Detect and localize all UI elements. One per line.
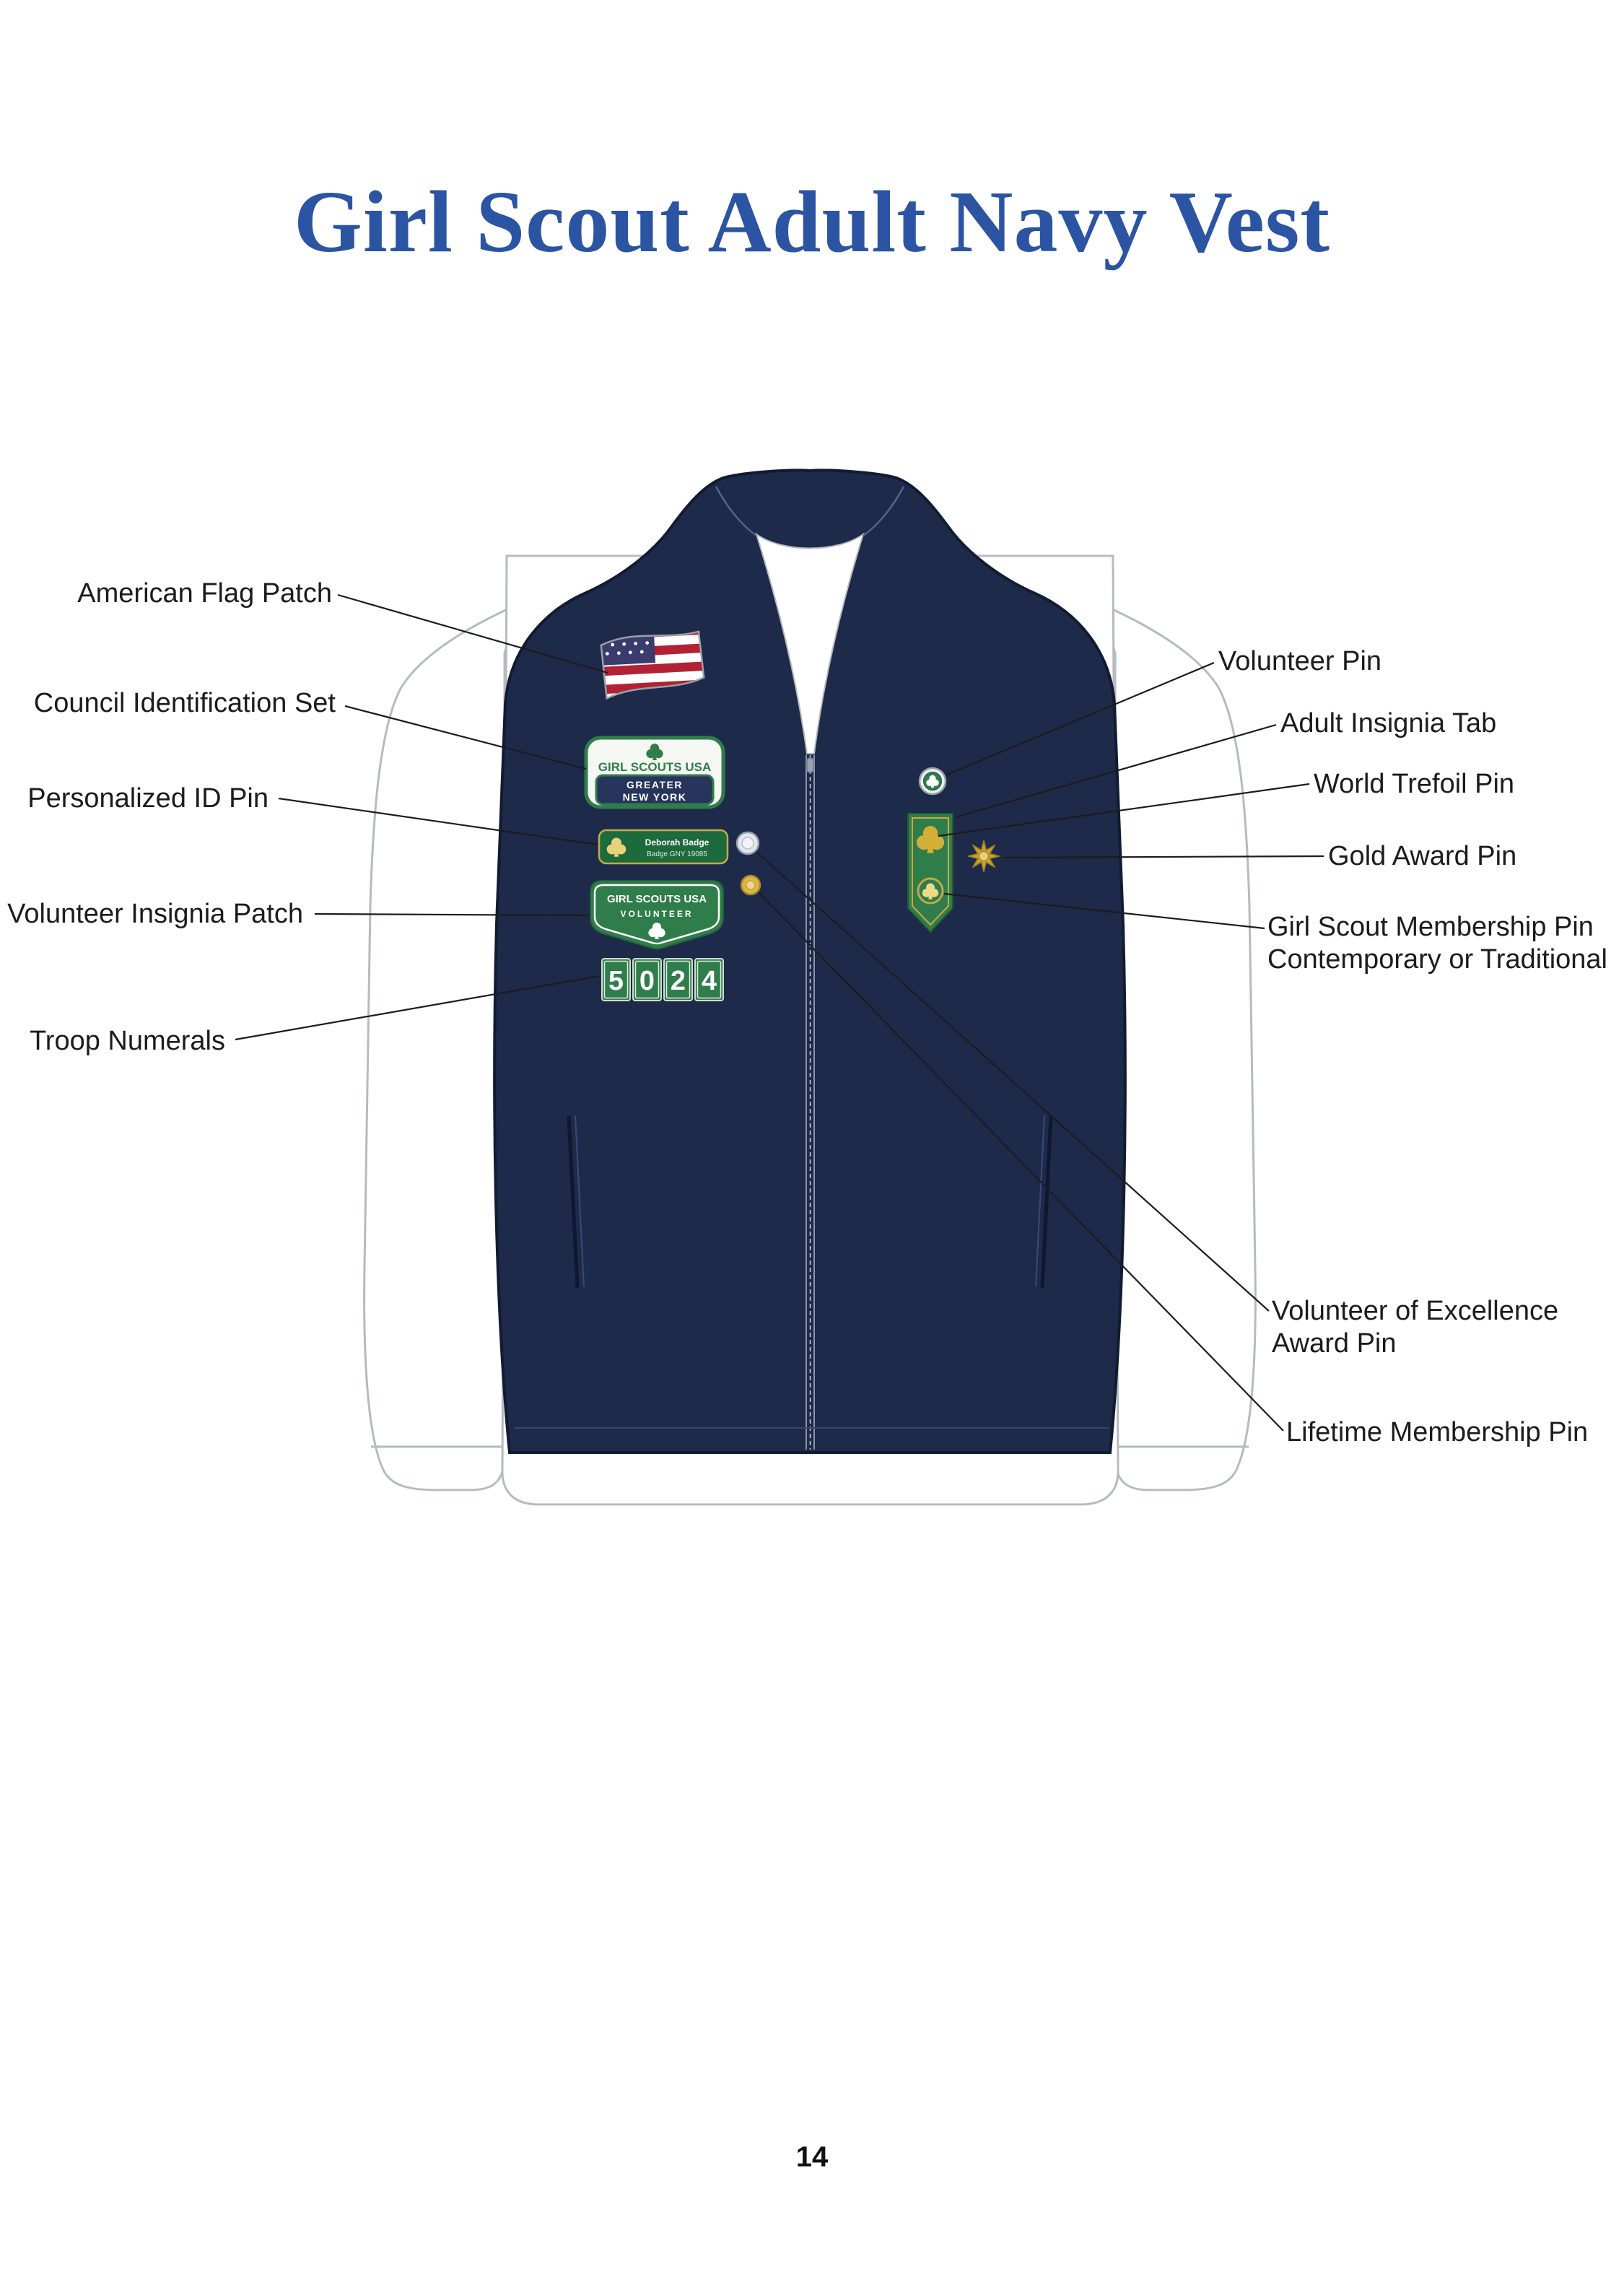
callout-line-volunteer-excellence: [756, 851, 1270, 1312]
callout-line-world-trefoil: [938, 783, 1310, 837]
lifetime-membership-pin: [740, 874, 761, 896]
volunteer-insignia-patch: GIRL SCOUTS USA VOLUNTEER: [590, 880, 724, 950]
page-number: 14: [795, 2141, 829, 2173]
council-patch-text: GIRL SCOUTS USA: [598, 760, 711, 774]
callout-line-gold-award: [1001, 855, 1324, 859]
callout-lines: [235, 593, 1324, 1432]
zipper: [806, 755, 815, 1450]
council-patch-text3: NEW YORK: [623, 791, 687, 803]
council-patch-text2: GREATER: [627, 779, 683, 790]
page-title: Girl Scout Adult Navy Vest: [294, 173, 1330, 271]
label-volunteer-insignia: Volunteer Insignia Patch: [7, 899, 303, 929]
label-membership-pin: Girl Scout Membership Pin Contemporary o…: [1267, 912, 1607, 975]
label-troop-numerals: Troop Numerals: [29, 1026, 225, 1056]
collar-seam-right: [863, 486, 905, 537]
patches: GIRL SCOUTS USA GREATER NEW YORK Deborah…: [584, 630, 729, 1001]
callout-line-membership-pin: [943, 892, 1265, 930]
label-american-flag-patch: American Flag Patch: [77, 578, 332, 609]
collar-seam-left: [715, 486, 757, 537]
vest-body: [493, 469, 1127, 1454]
troop-digit: 4: [702, 966, 717, 996]
callout-line-council-id: [344, 705, 587, 770]
callout-line-lifetime-membership: [758, 892, 1284, 1432]
pins: [735, 767, 1000, 933]
id-pin-text1: Deborah Badge: [645, 837, 710, 848]
troop-digit: 0: [639, 966, 655, 996]
callout-line-personalized-id: [278, 797, 598, 846]
volunteer-pin: [918, 767, 947, 796]
volunteer-patch-text1: GIRL SCOUTS USA: [607, 893, 707, 905]
volunteer-patch-text2: VOLUNTEER: [620, 909, 693, 919]
personalized-id-pin: Deborah Badge Badge GNY 19085: [598, 829, 729, 865]
label-personalized-id-pin: Personalized ID Pin: [27, 783, 269, 814]
callout-line-volunteer-insignia: [314, 912, 590, 917]
neck-opening: [755, 532, 865, 754]
troop-numerals-patch: 5 0 2 4: [601, 958, 724, 1001]
label-gold-award-pin: Gold Award Pin: [1328, 841, 1517, 871]
zipper-pull: [806, 757, 814, 773]
label-lifetime-membership: Lifetime Membership Pin: [1286, 1417, 1589, 1447]
troop-digit: 5: [608, 966, 624, 996]
label-adult-insignia-tab: Adult Insignia Tab: [1280, 708, 1497, 739]
volunteer-of-excellence-pin: [735, 831, 760, 855]
pockets: [567, 1115, 1053, 1289]
troop-digit: 2: [671, 966, 686, 996]
label-world-trefoil-pin: World Trefoil Pin: [1314, 769, 1515, 799]
callout-line-american-flag: [337, 593, 608, 674]
callout-line-troop-numerals: [235, 975, 600, 1041]
adult-insignia-tab: [907, 813, 953, 933]
callout-line-adult-insignia-tab: [955, 723, 1277, 819]
girl-scout-membership-pin: [917, 877, 944, 905]
callout-line-volunteer-pin: [945, 661, 1215, 777]
label-council-identification: Council Identification Set: [33, 688, 336, 718]
label-volunteer-pin: Volunteer Pin: [1218, 646, 1382, 676]
id-pin-text2: Badge GNY 19085: [647, 850, 707, 858]
label-volunteer-excellence: Volunteer of Excellence Award Pin: [1272, 1296, 1559, 1359]
gold-award-pin: [967, 840, 1000, 873]
american-flag-patch: [600, 630, 705, 700]
council-identification-patch: GIRL SCOUTS USA GREATER NEW YORK: [584, 736, 725, 809]
